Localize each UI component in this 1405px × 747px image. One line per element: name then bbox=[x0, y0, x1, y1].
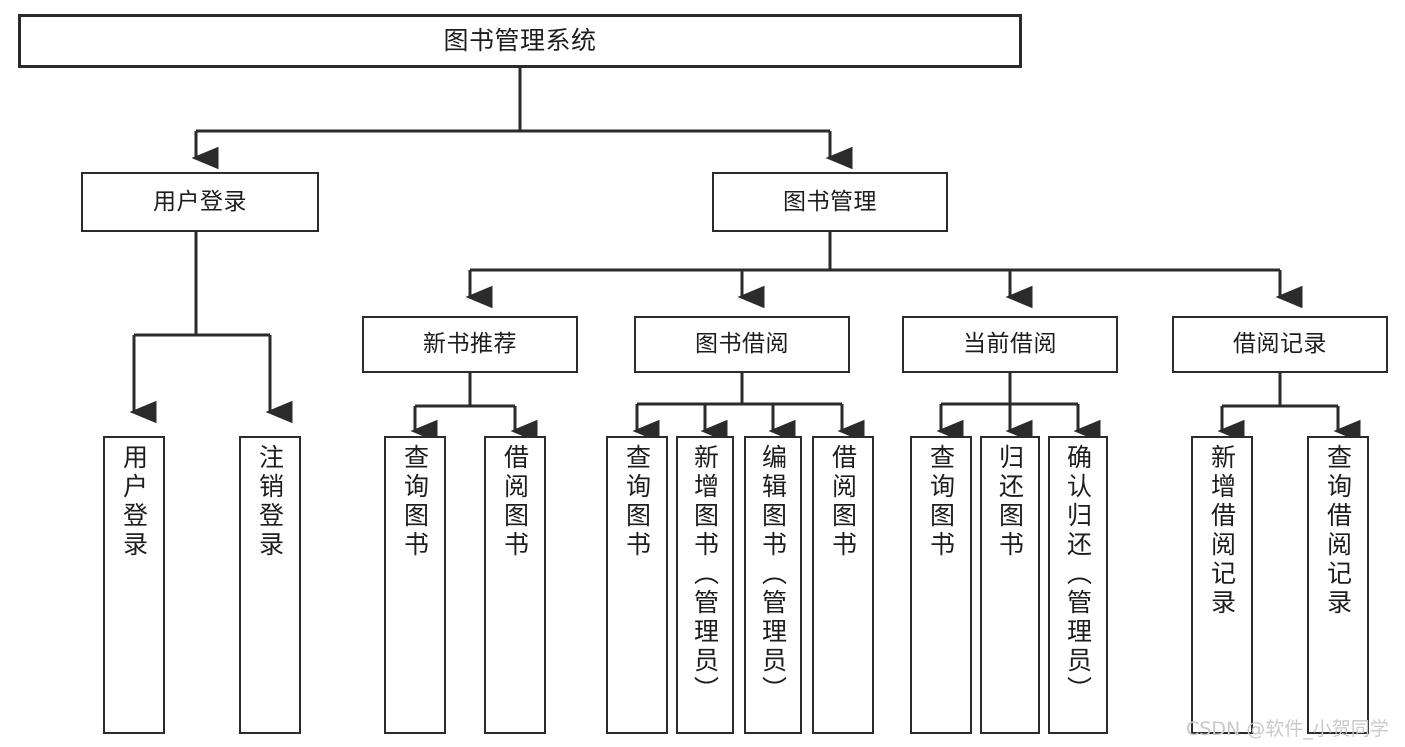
node-label: 归还图书 bbox=[995, 444, 1025, 560]
node-root-system[interactable]: 图书管理系统 bbox=[18, 14, 1022, 68]
node-book-management[interactable]: 图书管理 bbox=[712, 172, 948, 232]
leaf-borrow-edit-book-admin[interactable]: 编辑图书（管理员） bbox=[744, 436, 802, 734]
node-label: 查询图书 bbox=[622, 444, 652, 560]
node-current-borrow[interactable]: 当前借阅 bbox=[902, 316, 1118, 373]
node-label: 图书管理系统 bbox=[443, 25, 597, 55]
node-borrow-record[interactable]: 借阅记录 bbox=[1172, 316, 1388, 373]
leaf-current-return-book[interactable]: 归还图书 bbox=[980, 436, 1040, 734]
node-label: 确认归还（管理员） bbox=[1063, 444, 1093, 705]
node-label: 查询借阅记录 bbox=[1323, 444, 1353, 618]
leaf-current-query-book[interactable]: 查询图书 bbox=[910, 436, 972, 734]
leaf-recommend-query-book[interactable]: 查询图书 bbox=[384, 436, 446, 734]
node-label: 编辑图书（管理员） bbox=[758, 444, 788, 705]
node-label: 图书管理 bbox=[783, 188, 877, 215]
node-book-borrow[interactable]: 图书借阅 bbox=[634, 316, 850, 373]
leaf-borrow-borrow-book[interactable]: 借阅图书 bbox=[812, 436, 874, 734]
node-label: 新书推荐 bbox=[423, 331, 517, 358]
leaf-borrow-add-book-admin[interactable]: 新增图书（管理员） bbox=[676, 436, 734, 734]
node-label: 查询图书 bbox=[400, 444, 430, 560]
leaf-user-login-login[interactable]: 用户登录 bbox=[103, 436, 165, 734]
node-label: 当前借阅 bbox=[963, 331, 1057, 358]
node-label: 图书借阅 bbox=[695, 331, 789, 358]
node-user-login[interactable]: 用户登录 bbox=[81, 172, 319, 232]
leaf-recommend-borrow-book[interactable]: 借阅图书 bbox=[484, 436, 546, 734]
node-label: 新增图书（管理员） bbox=[690, 444, 720, 705]
node-label: 用户登录 bbox=[153, 188, 247, 215]
leaf-user-login-logout[interactable]: 注销登录 bbox=[239, 436, 301, 734]
leaf-borrow-query-book[interactable]: 查询图书 bbox=[606, 436, 668, 734]
node-label: 新增借阅记录 bbox=[1207, 444, 1237, 618]
node-label: 查询图书 bbox=[926, 444, 956, 560]
leaf-current-confirm-return-admin[interactable]: 确认归还（管理员） bbox=[1048, 436, 1108, 734]
node-label: 注销登录 bbox=[255, 444, 285, 560]
leaf-record-add-record[interactable]: 新增借阅记录 bbox=[1191, 436, 1253, 734]
node-label: 借阅记录 bbox=[1233, 331, 1327, 358]
leaf-record-query-record[interactable]: 查询借阅记录 bbox=[1307, 436, 1369, 734]
node-label: 借阅图书 bbox=[828, 444, 858, 560]
csdn-watermark: CSDN @软件_小贺同学 bbox=[1186, 718, 1389, 740]
node-label: 用户登录 bbox=[119, 444, 149, 560]
node-label: 借阅图书 bbox=[500, 444, 530, 560]
node-new-book-recommend[interactable]: 新书推荐 bbox=[362, 316, 578, 373]
